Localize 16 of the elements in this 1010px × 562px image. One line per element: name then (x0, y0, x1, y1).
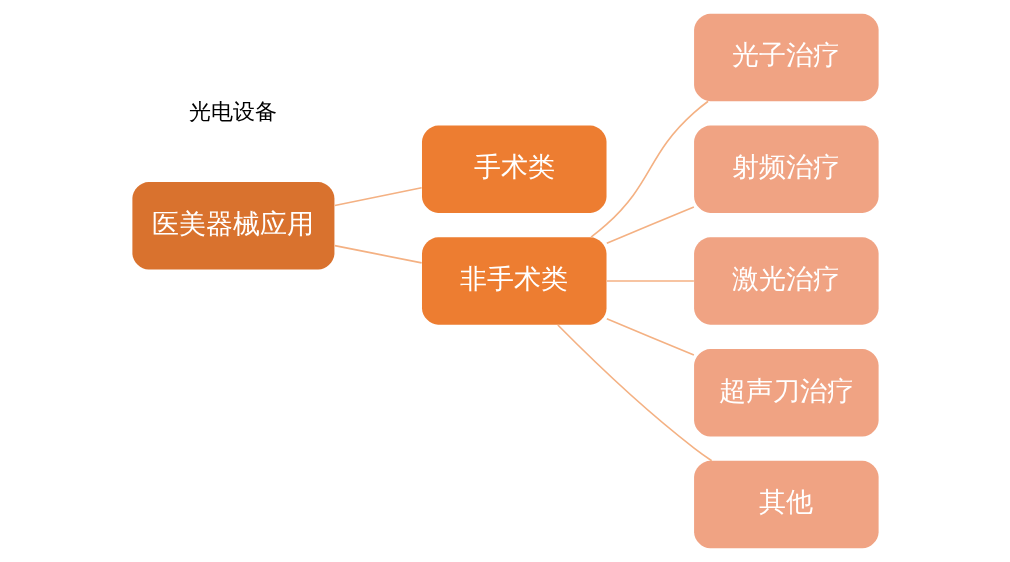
node-box: 其他 (693, 460, 879, 549)
connector (589, 100, 709, 238)
node-box: 激光治疗 (693, 237, 879, 325)
node-box: 手术类 (421, 125, 606, 213)
connector (556, 324, 712, 462)
node-box: 非手术类 (421, 237, 606, 325)
node-box: 光子治疗 (693, 13, 879, 102)
connector (605, 318, 695, 356)
connector (605, 206, 695, 244)
node-box: 射频治疗 (693, 125, 879, 213)
node-box: 医美器械应用 (131, 182, 334, 270)
label: 光电设备 (188, 99, 277, 125)
connector (333, 186, 422, 207)
connector (333, 244, 422, 264)
connector (605, 280, 695, 282)
node-box: 超声刀治疗 (693, 349, 879, 437)
